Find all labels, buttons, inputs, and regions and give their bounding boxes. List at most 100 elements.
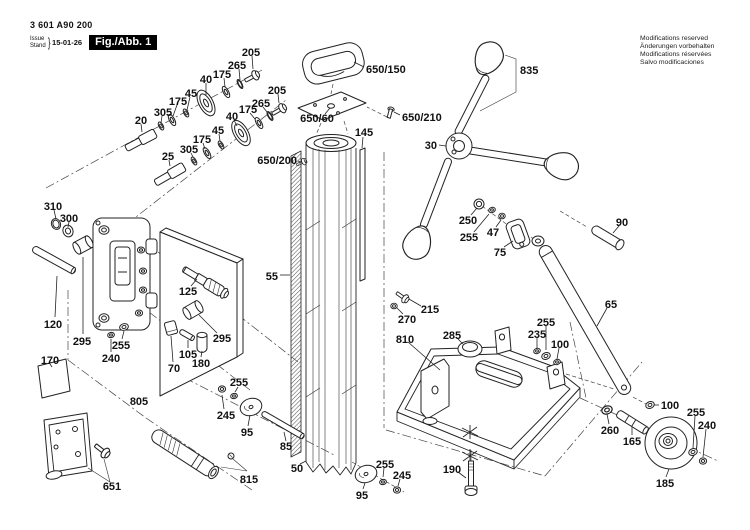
handwheel-835	[398, 36, 582, 264]
part-label-95: 95	[241, 427, 253, 439]
leader-line-175	[249, 112, 256, 120]
leader-line-295	[198, 314, 218, 334]
part-label-650/150: 650/150	[366, 64, 406, 76]
strut-65	[538, 245, 632, 395]
leader-line-75	[503, 240, 514, 248]
leader-line-650/60	[324, 107, 331, 115]
part-label-145: 145	[355, 127, 373, 139]
leader-line-185	[665, 468, 670, 478]
leader-line-205	[277, 93, 280, 104]
leader-lines	[49, 55, 707, 490]
issue-date: 15-01-26	[52, 38, 83, 47]
part-label-240: 240	[698, 420, 716, 432]
part-label-300: 300	[60, 213, 78, 225]
leader-line-190	[457, 471, 467, 479]
part-label-165: 165	[623, 436, 641, 448]
leader-line-260	[606, 413, 610, 425]
rack-55	[290, 150, 302, 458]
part-label-175: 175	[239, 104, 257, 116]
title-block: 3 601 A90 200 Issue Stand } 15-01-26 Fig…	[30, 20, 158, 50]
part-label-305: 305	[154, 107, 172, 119]
part-label-255: 255	[460, 232, 478, 244]
leader-line-810	[407, 341, 441, 371]
leader-line-255	[121, 330, 125, 340]
nut-240-wheel	[698, 457, 708, 465]
part-label-265: 265	[252, 98, 270, 110]
part-label-85: 85	[280, 441, 292, 453]
axle-165	[616, 410, 649, 435]
leader-line-245	[397, 478, 401, 487]
part-label-90: 90	[616, 217, 628, 229]
leader-line-255	[692, 415, 696, 449]
washer-300	[62, 224, 74, 238]
part-label-55: 55	[266, 271, 278, 283]
leader-line-300	[67, 221, 70, 228]
leader-line-650/210	[393, 111, 401, 116]
leader-line-65	[596, 307, 608, 327]
base-810	[396, 326, 581, 470]
part-label-40: 40	[200, 74, 212, 86]
part-label-70: 70	[168, 363, 180, 375]
leader-line-95	[247, 414, 251, 427]
column-50	[305, 134, 357, 476]
rod-120	[32, 246, 76, 275]
handle-650-150	[302, 42, 365, 85]
part-label-255: 255	[376, 459, 394, 471]
leader-line-25	[168, 159, 171, 167]
part-label-100: 100	[551, 339, 569, 351]
part-label-175: 175	[213, 69, 231, 81]
cap-650-60	[297, 91, 367, 121]
part-label-295: 295	[73, 336, 91, 348]
part-label-45: 45	[212, 125, 224, 137]
leader-line-20	[140, 123, 143, 133]
leader-line-45	[186, 96, 191, 111]
leader-line-205	[251, 55, 254, 70]
leader-line-305	[190, 152, 194, 158]
bolt-190	[464, 460, 478, 496]
leader-line-180	[200, 350, 203, 358]
leader-line-40	[233, 119, 238, 127]
leader-line-250	[470, 207, 478, 216]
washer-235	[532, 346, 542, 356]
part-label-651: 651	[103, 481, 121, 493]
part-label-650/200: 650/200	[257, 155, 297, 167]
base-slot	[475, 360, 523, 388]
part-label-185: 185	[656, 478, 674, 490]
leader-line-47	[495, 219, 502, 228]
leader-line-145	[361, 136, 364, 149]
leader-line-245	[221, 394, 225, 410]
part-label-30: 30	[425, 140, 437, 152]
part-label-190: 190	[443, 464, 461, 476]
part-label-175: 175	[193, 134, 211, 146]
notice-line: Modifications reserved	[640, 35, 708, 42]
roller-180	[196, 331, 208, 353]
part-label-805: 805	[130, 396, 148, 408]
part-label-270: 270	[398, 314, 416, 326]
label-bracket-835	[479, 54, 517, 112]
ring-310	[50, 218, 62, 230]
part-label-20: 20	[135, 115, 147, 127]
leader-line-70	[170, 335, 174, 363]
notice-line: Modifications réservées	[640, 51, 712, 58]
screw-650-210	[386, 106, 395, 119]
leader-line-650/150	[353, 61, 365, 68]
part-label-305: 305	[180, 144, 198, 156]
part-label-45: 45	[185, 88, 197, 100]
part-label-47: 47	[487, 227, 499, 239]
leader-line-650/200	[297, 160, 302, 163]
leader-line-120	[54, 275, 58, 318]
strip-145	[359, 147, 366, 282]
base-ribs	[461, 425, 479, 463]
part-label-835: 835	[520, 65, 538, 77]
washer-255-base	[540, 350, 552, 362]
leader-line-50	[299, 460, 307, 465]
part-label-205: 205	[268, 85, 286, 97]
part-label-105: 105	[179, 349, 197, 361]
part-label-40: 40	[226, 111, 238, 123]
disc-95-left-group	[217, 385, 305, 440]
part-label-285: 285	[443, 330, 461, 342]
leader-line-255	[382, 467, 385, 478]
leader-line-240	[702, 428, 707, 458]
